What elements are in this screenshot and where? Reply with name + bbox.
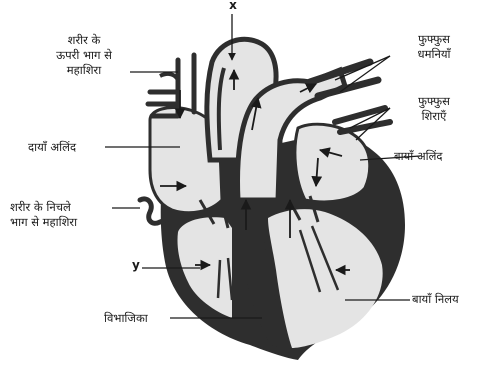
label-lower-vena-cava: शरीर के निचले भाग से महाशिरा: [10, 200, 77, 230]
label-lower-vena-cava-line-2: भाग से महाशिरा: [10, 215, 77, 230]
label-upper-vena-cava-line-1: शरीर के: [36, 33, 132, 48]
label-upper-vena-cava-line-2: ऊपरी भाग से: [36, 48, 132, 63]
label-pulmonary-arteries-line-2: धमनियाँ: [392, 47, 476, 62]
label-x: x: [223, 0, 243, 13]
label-septum: विभाजिका: [104, 311, 148, 326]
label-left-ventricle: बायाँ निलय: [412, 292, 459, 307]
label-upper-vena-cava-line-3: महाशिरा: [36, 63, 132, 78]
left-atrium: [295, 124, 370, 202]
label-pulmonary-arteries-line-1: फुफ्फुस: [392, 32, 476, 47]
label-upper-vena-cava: शरीर के ऊपरी भाग से महाशिरा: [36, 33, 132, 78]
label-pulmonary-veins: फुफ्फुस शिराएँ: [392, 94, 476, 124]
label-pulmonary-veins-line-1: फुफ्फुस: [392, 94, 476, 109]
label-pulmonary-arteries: फुफ्फुस धमनियाँ: [392, 32, 476, 62]
label-lower-vena-cava-line-1: शरीर के निचले: [10, 200, 77, 215]
label-right-atrium: दायाँ अलिंद: [28, 140, 76, 155]
label-left-atrium: बायाँ अलिंद: [394, 149, 443, 164]
label-pulmonary-veins-line-2: शिराएँ: [392, 109, 476, 124]
label-y: y: [132, 258, 140, 273]
